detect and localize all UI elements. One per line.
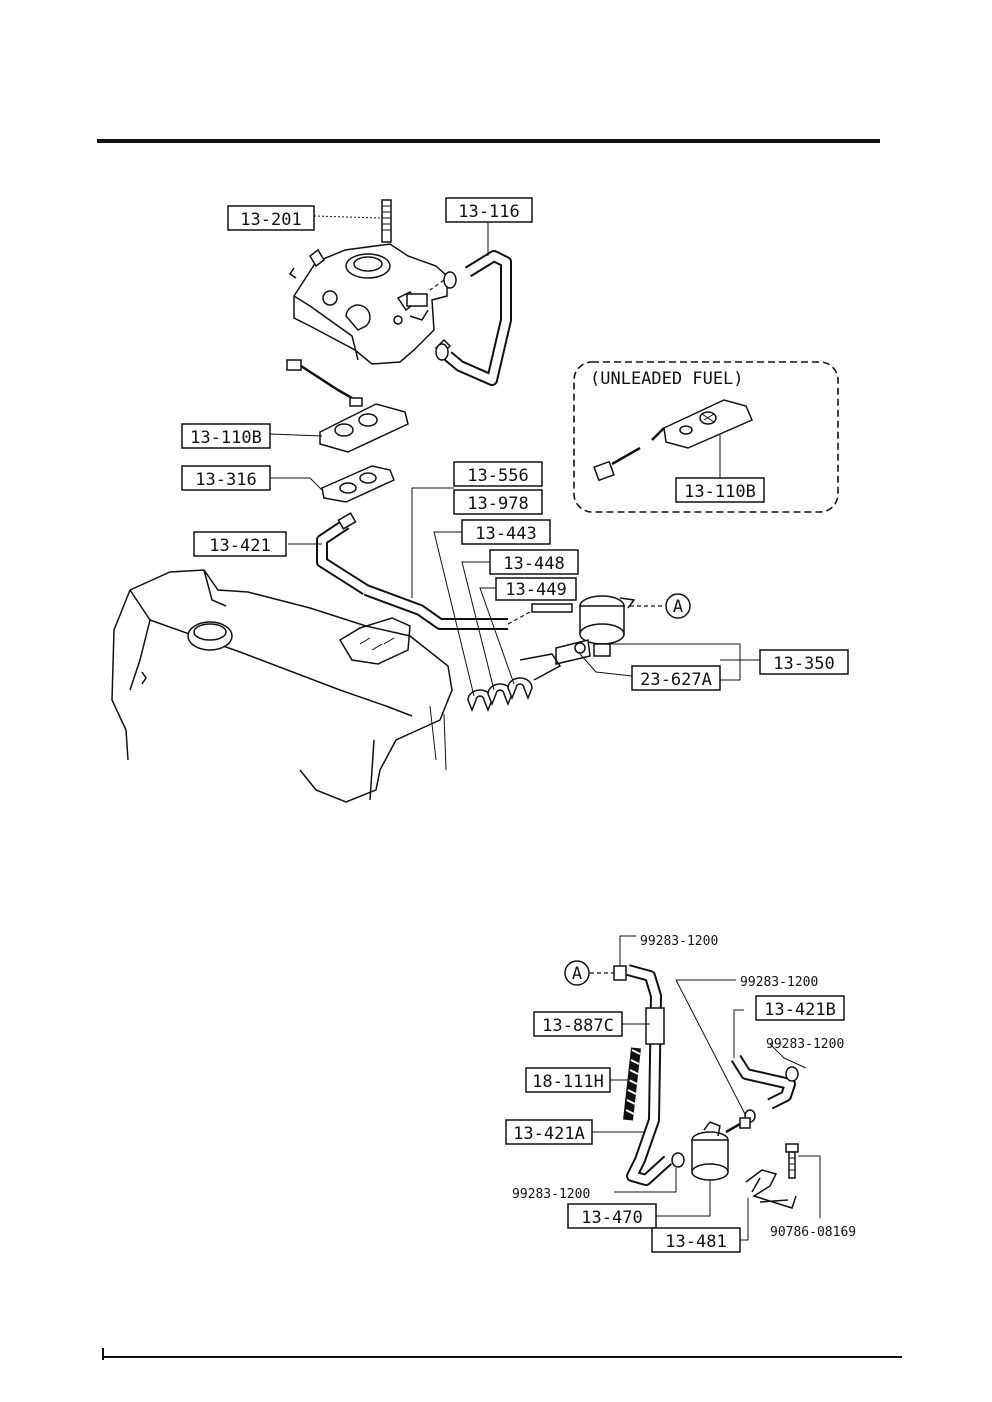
connector-a-top-label: A: [673, 597, 683, 617]
carburetor-body: [288, 243, 452, 365]
hose-13-116: [429, 250, 512, 386]
callout-13-470: 13-470: [567, 1203, 657, 1229]
hose-13-421a: [626, 964, 673, 1186]
part-number-clip-right-mid: 99283-1200: [766, 1037, 844, 1052]
callout-13-449: 13-449: [495, 577, 577, 601]
spacer-13-110b: [286, 359, 409, 453]
callout-18-111h-text: 18-111H: [532, 1072, 604, 1092]
callout-13-201: 13-201: [227, 205, 315, 231]
connector-a-bottom-label: A: [572, 964, 582, 984]
leaders-lower: [592, 935, 821, 1241]
callout-23-627a: 23-627A: [631, 665, 721, 691]
callout-13-481-text: 13-481: [665, 1232, 726, 1252]
callout-13-421-text: 13-421: [209, 536, 270, 556]
callout-13-201-text: 13-201: [240, 210, 301, 230]
callout-13-421a: 13-421A: [505, 1119, 593, 1145]
bracket-13-481: [745, 1169, 797, 1209]
callout-13-421: 13-421: [193, 531, 287, 557]
connector-a-bottom: A: [564, 960, 627, 986]
callout-13-421b-text: 13-421B: [764, 1000, 836, 1020]
connector-a-top: A: [630, 593, 691, 619]
callout-13-470-text: 13-470: [581, 1208, 642, 1228]
gasket-13-316: [321, 465, 395, 503]
callout-13-350-text: 13-350: [773, 654, 834, 674]
callout-13-110b-left-text: 13-110B: [190, 428, 262, 448]
part-number-clip-right-top: 99283-1200: [740, 975, 818, 990]
fuel-filter-13-470: [671, 1117, 751, 1181]
unleaded-fuel-inset: (UNLEADED FUEL) 13-110B: [573, 361, 839, 513]
callout-13-421a-text: 13-421A: [513, 1124, 585, 1144]
bolt-90786-08169: [785, 1143, 799, 1179]
callout-13-556: 13-556: [453, 461, 543, 487]
spiral-guard-18-111h: [623, 1047, 641, 1121]
callout-13-481: 13-481: [651, 1227, 741, 1253]
callout-13-316-text: 13-316: [195, 470, 256, 490]
callout-13-449-text: 13-449: [505, 580, 566, 600]
callout-13-887c: 13-887C: [533, 1011, 623, 1037]
callout-23-627a-text: 23-627A: [640, 670, 712, 690]
part-number-bolt: 90786-08169: [770, 1225, 856, 1240]
engine-block: [111, 569, 453, 803]
clamps-group: [467, 677, 533, 713]
callout-13-443-text: 13-443: [475, 524, 536, 544]
part-number-clip-top: 99283-1200: [640, 934, 718, 949]
callout-13-556-text: 13-556: [467, 466, 528, 486]
stud-13-201: [381, 199, 392, 243]
hose-13-421: [316, 512, 370, 596]
callout-18-111h: 18-111H: [525, 1067, 611, 1093]
part-number-clip-bottom: 99283-1200: [512, 1187, 590, 1202]
unleaded-fuel-label: (UNLEADED FUEL): [590, 369, 744, 389]
hose-13-421b: [730, 1054, 799, 1123]
callout-13-448: 13-448: [489, 549, 579, 575]
pipe-13-556: [363, 584, 573, 630]
callout-13-116-text: 13-116: [458, 202, 519, 222]
callout-13-443: 13-443: [461, 519, 551, 545]
callout-13-110b-left: 13-110B: [181, 423, 271, 449]
callout-13-421b: 13-421B: [755, 995, 845, 1021]
callout-13-116: 13-116: [445, 197, 533, 223]
callout-13-448-text: 13-448: [503, 554, 564, 574]
callout-13-978: 13-978: [453, 489, 543, 515]
leaders-upper: [269, 215, 760, 697]
pressure-regulator-13-350: [519, 595, 636, 681]
callout-13-110b-unleaded-text: 13-110B: [684, 482, 756, 502]
callout-13-350: 13-350: [759, 649, 849, 675]
callout-13-978-text: 13-978: [467, 494, 528, 514]
callout-13-887c-text: 13-887C: [542, 1016, 614, 1036]
callout-13-316: 13-316: [181, 465, 271, 491]
